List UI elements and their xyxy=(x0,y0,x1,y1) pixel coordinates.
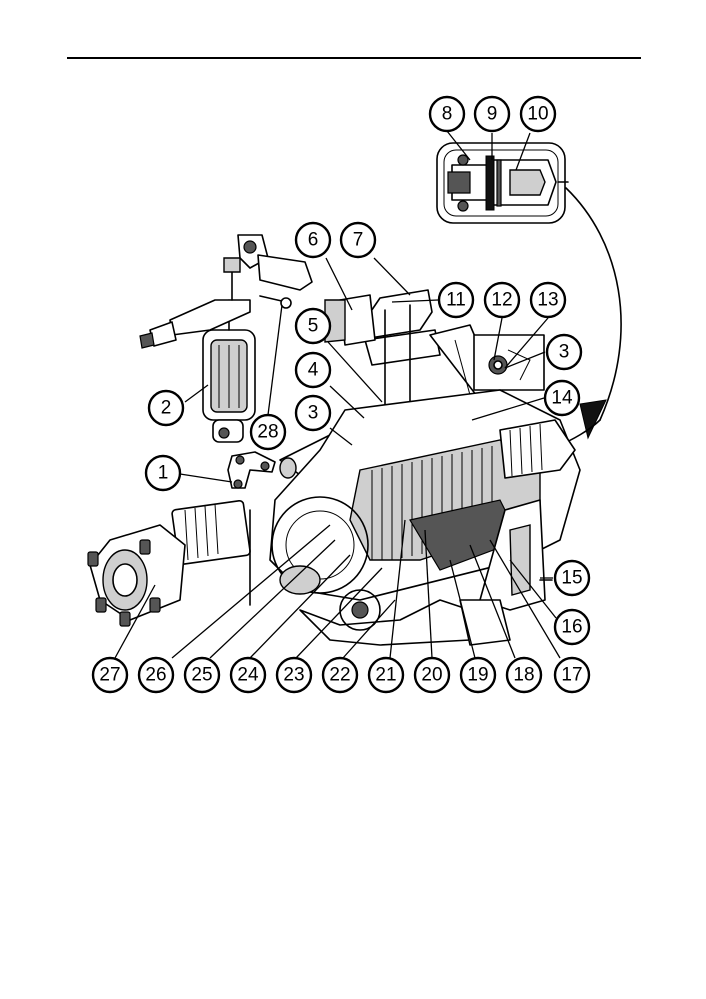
callout-9-label: 9 xyxy=(487,104,498,125)
callout-8-label: 8 xyxy=(442,104,453,125)
callout-14-label: 14 xyxy=(551,388,573,409)
callout-25: 25 xyxy=(183,656,221,694)
callout-13-label: 13 xyxy=(537,290,558,311)
callout-12: 12 xyxy=(483,281,521,319)
callout-26-label: 26 xyxy=(145,665,166,686)
linkage-part-1 xyxy=(227,451,276,489)
callout-3-upper: 3 xyxy=(545,333,583,371)
header-rule xyxy=(67,57,641,59)
callout-8: 8 xyxy=(428,95,466,133)
callout-26: 26 xyxy=(137,656,175,694)
callout-28: 28 xyxy=(249,413,287,451)
callout-24: 24 xyxy=(229,656,267,694)
callout-15-label: 15 xyxy=(561,568,582,589)
detail-box-12-13 xyxy=(473,334,545,391)
input-shaft-27 xyxy=(87,499,251,627)
callout-27: 27 xyxy=(91,656,129,694)
detail-inset xyxy=(436,142,569,224)
callout-10-label: 10 xyxy=(527,104,548,125)
callout-1-label: 1 xyxy=(158,463,169,484)
callout-22: 22 xyxy=(321,656,359,694)
callout-12-label: 12 xyxy=(491,290,512,311)
callout-20: 20 xyxy=(413,656,451,694)
callout-17: 17 xyxy=(553,656,591,694)
callout-3-upper-label: 3 xyxy=(559,342,570,363)
cylinder-assembly xyxy=(139,234,313,443)
callout-11-label: 11 xyxy=(446,290,466,311)
callout-11: 11 xyxy=(437,281,475,319)
callout-16: 16 xyxy=(553,608,591,646)
leader-lines xyxy=(114,130,561,659)
callout-20-label: 20 xyxy=(421,665,442,686)
callout-18-label: 18 xyxy=(513,665,534,686)
callout-17-label: 17 xyxy=(561,665,582,686)
callout-16-label: 16 xyxy=(561,617,582,638)
callout-14: 14 xyxy=(543,379,581,417)
callout-3-lower: 3 xyxy=(294,394,332,432)
callout-5-label: 5 xyxy=(308,316,319,337)
callout-19: 19 xyxy=(459,656,497,694)
callout-19-label: 19 xyxy=(467,665,488,686)
callout-3-lower-label: 3 xyxy=(308,403,319,424)
callout-28-label: 28 xyxy=(257,422,278,443)
callout-2: 2 xyxy=(147,389,185,427)
callout-10: 10 xyxy=(519,95,557,133)
callout-23-label: 23 xyxy=(283,665,304,686)
callout-1: 1 xyxy=(144,454,182,492)
callout-21: 21 xyxy=(367,656,405,694)
callout-22-label: 22 xyxy=(329,665,350,686)
callout-4: 4 xyxy=(294,351,332,389)
callout-7-label: 7 xyxy=(353,230,364,251)
callout-6-label: 6 xyxy=(308,230,319,251)
callout-23: 23 xyxy=(275,656,313,694)
callout-4-label: 4 xyxy=(308,360,319,381)
callout-24-label: 24 xyxy=(237,665,259,686)
callout-7: 7 xyxy=(339,221,377,259)
callout-5: 5 xyxy=(294,307,332,345)
callout-2-label: 2 xyxy=(161,398,172,419)
rear-housing xyxy=(459,499,553,646)
callout-18: 18 xyxy=(505,656,543,694)
callout-6: 6 xyxy=(294,221,332,259)
callout-21-label: 21 xyxy=(375,665,396,686)
callout-27-label: 27 xyxy=(99,665,120,686)
callout-15: 15 xyxy=(553,559,591,597)
callout-13: 13 xyxy=(529,281,567,319)
callout-25-label: 25 xyxy=(191,665,212,686)
callout-9: 9 xyxy=(473,95,511,133)
